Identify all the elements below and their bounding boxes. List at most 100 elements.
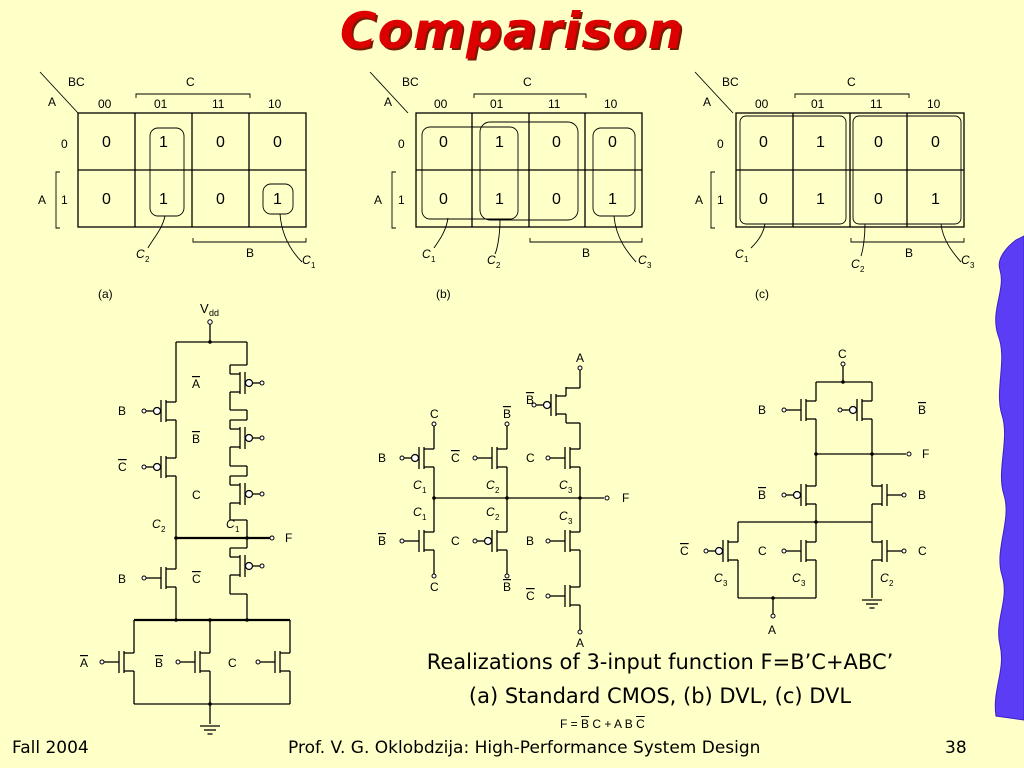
svg-text:C: C — [880, 571, 889, 585]
kmap-a-side: A — [38, 193, 46, 207]
svg-text:C: C — [680, 544, 689, 558]
svg-text:B: B — [378, 451, 386, 465]
kmap-cell: 0 — [102, 191, 111, 208]
svg-text:B: B — [758, 488, 766, 502]
svg-text:C: C — [559, 509, 568, 523]
kmap-cell: 1 — [608, 191, 617, 208]
kmap-col-01: 01 — [811, 97, 825, 111]
svg-text:C: C — [413, 478, 422, 492]
svg-text:C: C — [526, 451, 535, 465]
kmap-cell: 0 — [931, 134, 940, 151]
kmap-a-label: A — [48, 95, 56, 109]
kmap-col-10: 10 — [927, 97, 941, 111]
kmap-cell: 0 — [608, 134, 617, 151]
footer-date: Fall 2004 — [12, 738, 89, 758]
svg-text:B: B — [503, 407, 511, 421]
circuit-dvl-c: C B B F B B C C — [680, 347, 929, 637]
caption-line-1: Realizations of 3-input function F=B’C+A… — [426, 650, 894, 674]
kmap-c1-label: C — [302, 253, 311, 267]
svg-text:A: A — [576, 636, 584, 650]
svg-text:C: C — [714, 571, 723, 585]
svg-text:2: 2 — [889, 579, 894, 588]
kmap-bc-label: BC — [722, 75, 739, 89]
svg-text:F: F — [622, 491, 629, 505]
kmap-row-1: 1 — [61, 193, 68, 207]
svg-text:C: C — [559, 478, 568, 492]
kmap-cell: 1 — [495, 191, 504, 208]
page-number: 38 — [945, 738, 967, 758]
kmap-cell: 1 — [273, 191, 282, 208]
kmap-a-side: A — [374, 193, 382, 207]
output-f-label: F — [285, 531, 292, 545]
svg-text:2: 2 — [495, 513, 500, 522]
kmap-cell: 0 — [874, 191, 883, 208]
svg-text:C: C — [430, 407, 439, 421]
svg-text:C: C — [413, 505, 422, 519]
input-a-bar: A — [80, 656, 88, 670]
input-c: C — [192, 488, 201, 502]
kmap-c2-label: C — [487, 253, 496, 267]
svg-text:3: 3 — [647, 261, 652, 270]
kmap-row-0: 0 — [398, 137, 405, 151]
svg-text:C: C — [838, 347, 847, 361]
kmap-cell: 0 — [759, 134, 768, 151]
kmap-c1-label: C — [735, 247, 744, 261]
svg-text:1: 1 — [235, 525, 240, 534]
svg-text:C: C — [758, 544, 767, 558]
kmap-b-label: B — [582, 246, 590, 260]
kmap-cell: 1 — [159, 134, 168, 151]
circuit-dvl-b: A B C C B B C F C 1 C 2 C 3 C 1 — [378, 351, 629, 650]
svg-text:2: 2 — [161, 525, 166, 534]
svg-text:B: B — [378, 534, 386, 548]
footer-author: Prof. V. G. Oklobdzija: High-Performance… — [288, 738, 761, 758]
svg-text:A: A — [768, 623, 776, 637]
formula: F = B C + A B C — [560, 717, 645, 731]
svg-text:1: 1 — [422, 513, 427, 522]
input-c: C — [228, 656, 237, 670]
svg-text:2: 2 — [860, 265, 865, 274]
svg-text:2: 2 — [145, 255, 150, 264]
svg-text:1: 1 — [744, 255, 749, 264]
svg-text:3: 3 — [568, 517, 573, 526]
kmap-cell: 1 — [816, 134, 825, 151]
input-b-bar: B — [155, 656, 163, 670]
kmap-row-0: 0 — [61, 137, 68, 151]
kmap-cell: 0 — [874, 134, 883, 151]
kmap-row-1: 1 — [717, 193, 724, 207]
kmap-cell: 1 — [495, 134, 504, 151]
svg-text:C: C — [451, 451, 460, 465]
input-b-bar: B — [192, 432, 200, 446]
kmap-col-10: 10 — [268, 97, 282, 111]
kmap-a-side: A — [695, 193, 703, 207]
kmap-b-label: B — [246, 246, 254, 260]
ribbon-decoration — [994, 235, 1024, 721]
kmap-col-11: 11 — [548, 97, 561, 111]
kmap-caption-a: (a) — [98, 287, 113, 301]
input-c-bar: C — [118, 460, 127, 474]
kmap-col-10: 10 — [604, 97, 618, 111]
caption-line-2: (a) Standard CMOS, (b) DVL, (c) DVL — [468, 684, 852, 708]
kmap-c-label: C — [186, 75, 195, 89]
kmap-bc-label: BC — [402, 75, 419, 89]
kmap-caption-b: (b) — [436, 287, 451, 301]
svg-text:3: 3 — [723, 579, 728, 588]
svg-text:C: C — [792, 571, 801, 585]
svg-text:2: 2 — [496, 261, 501, 270]
svg-text:C: C — [918, 544, 927, 558]
kmap-cell: 0 — [102, 134, 111, 151]
svg-text:C: C — [486, 505, 495, 519]
kmap-cell: 0 — [439, 191, 448, 208]
kmap-cell: 0 — [759, 191, 768, 208]
kmap-row-1: 1 — [398, 193, 405, 207]
svg-text:B: B — [758, 403, 766, 417]
input-b: B — [118, 572, 126, 586]
svg-text:1: 1 — [311, 261, 316, 270]
svg-text:A: A — [576, 351, 584, 365]
kmap-col-00: 00 — [755, 97, 769, 111]
kmap-row-0: 0 — [717, 137, 724, 151]
svg-text:C: C — [526, 589, 535, 603]
svg-text:B: B — [918, 403, 926, 417]
kmap-bc-label: BC — [68, 75, 85, 89]
kmap-cell: 0 — [216, 191, 225, 208]
